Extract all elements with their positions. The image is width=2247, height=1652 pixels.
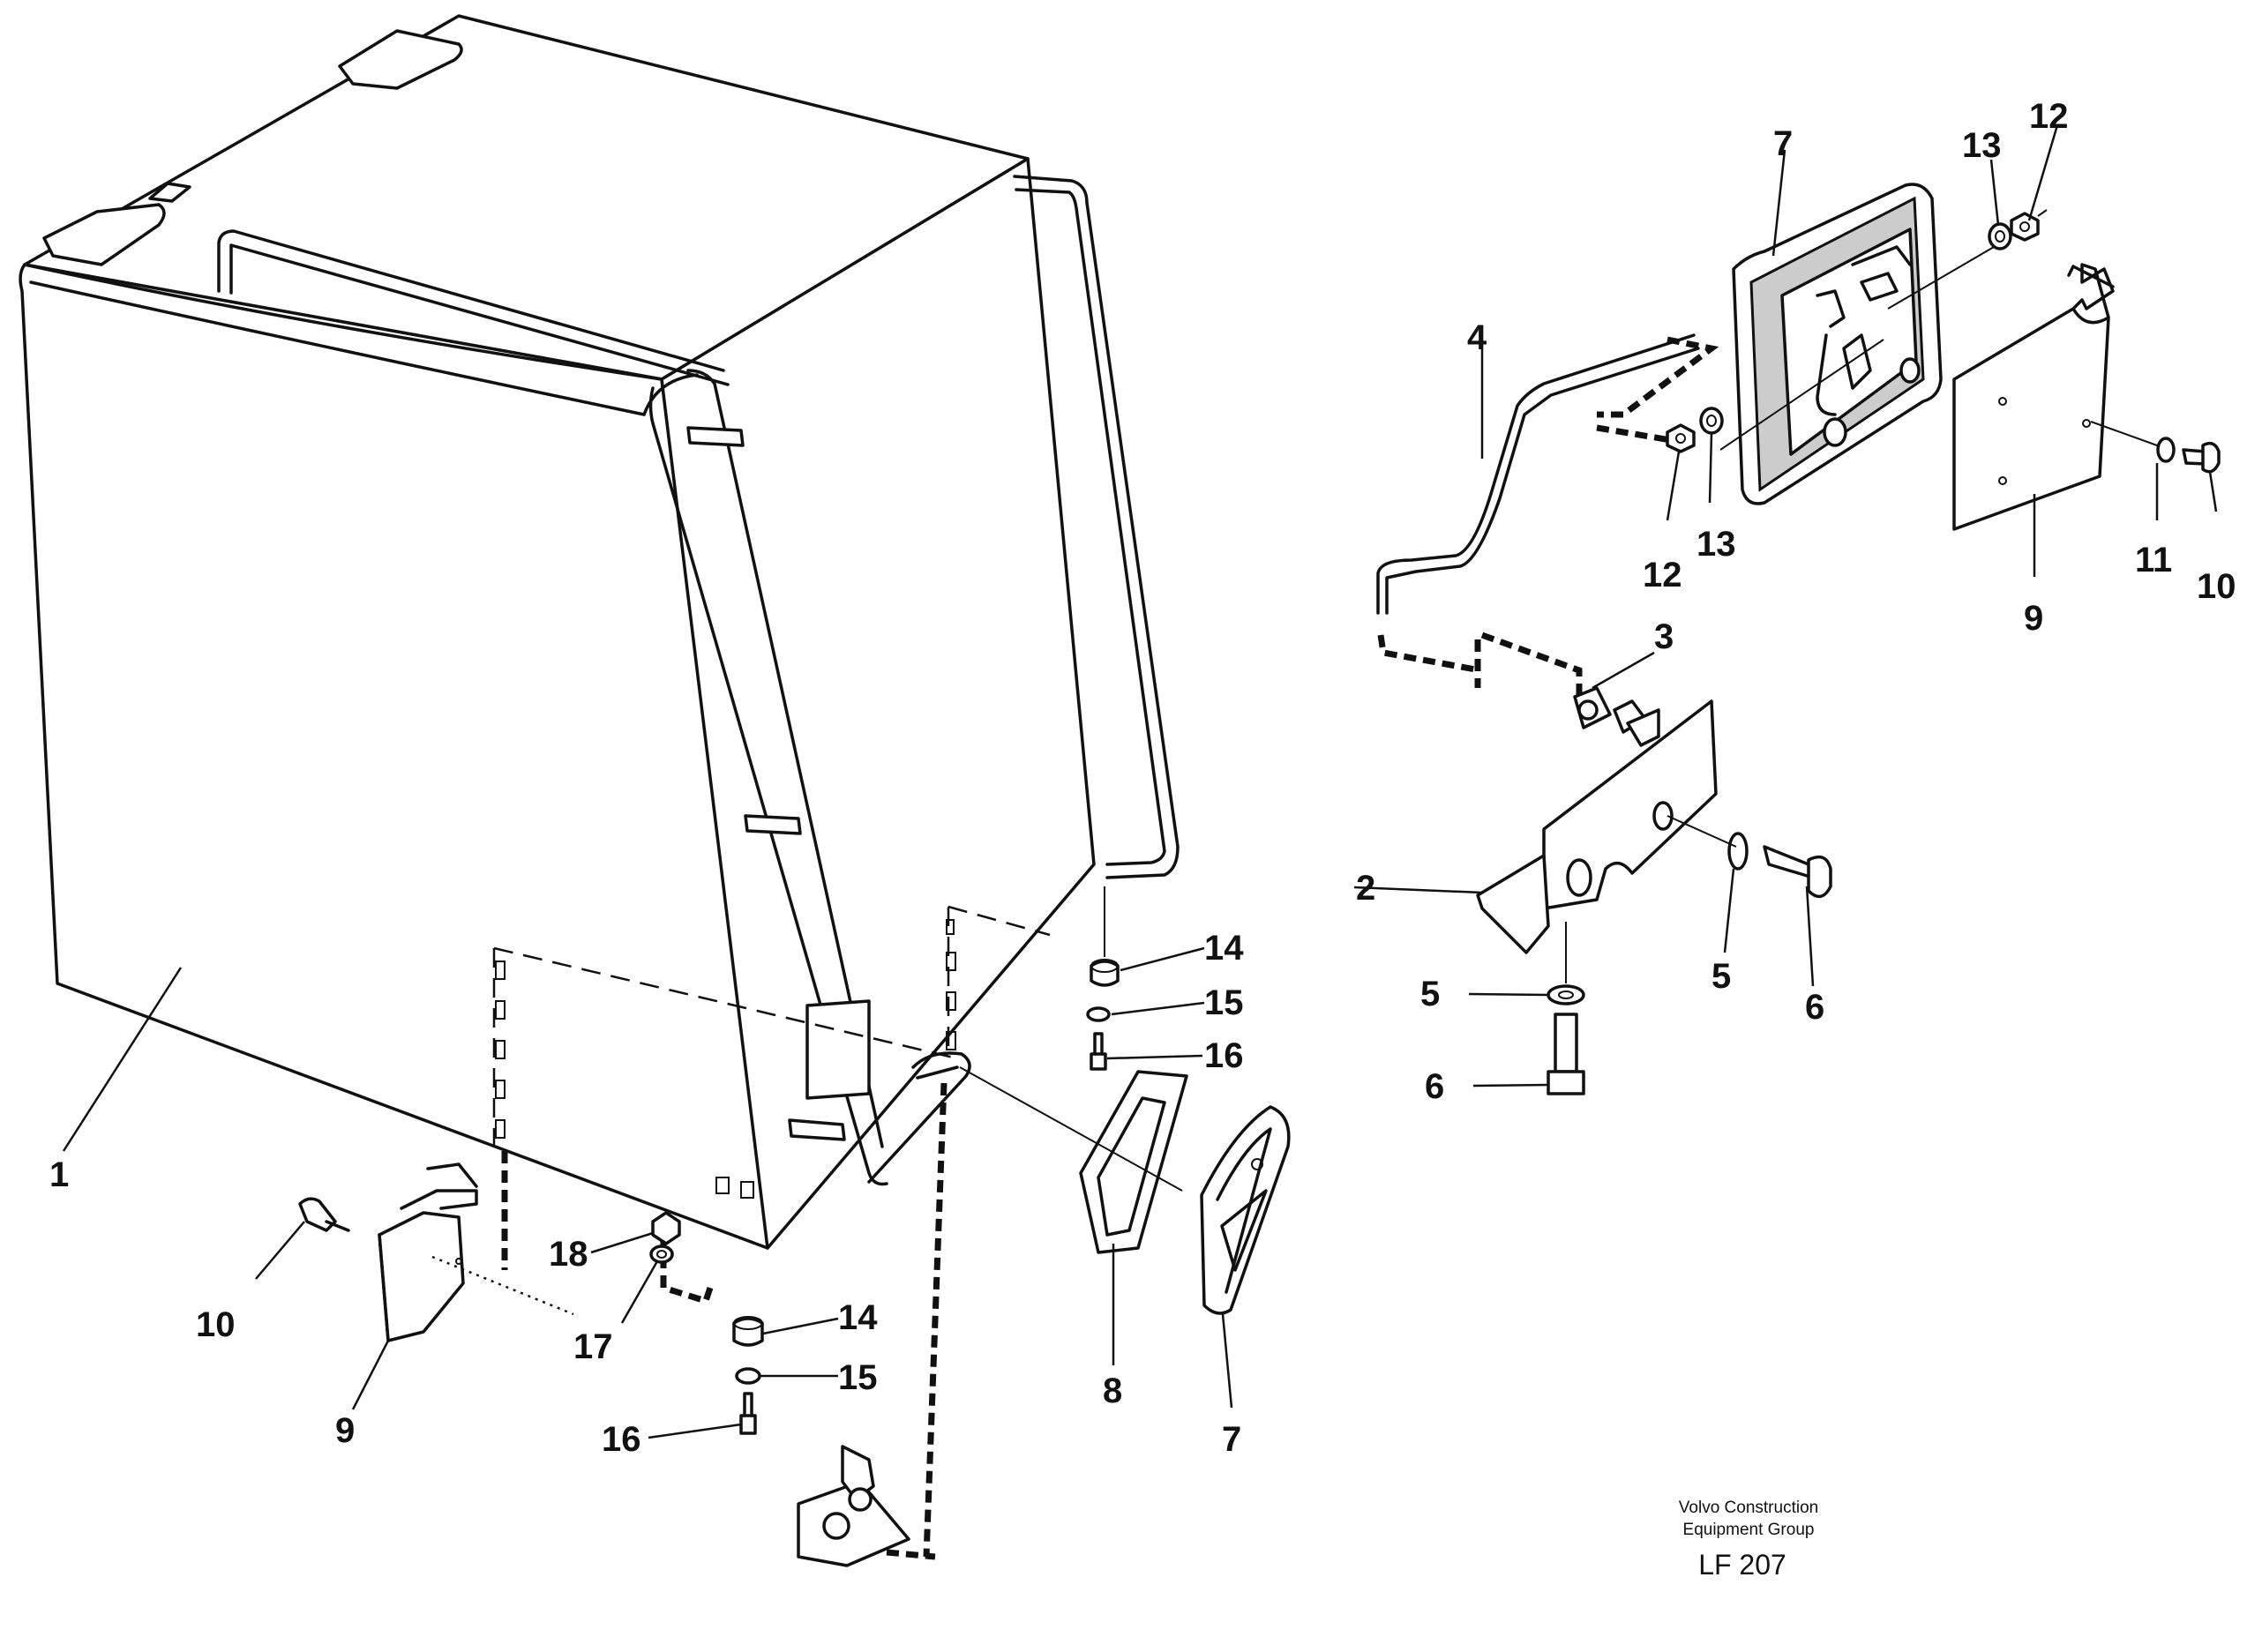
screw-16-right: [1090, 1032, 1107, 1071]
callout-14-bottom: 14: [838, 1298, 878, 1337]
callout-13-lower: 13: [1696, 525, 1736, 564]
hidden-outline-dashed: [492, 905, 1051, 1558]
callout-leaders: [62, 124, 2218, 1439]
callout-9-right: 9: [2024, 599, 2043, 638]
callout-3: 3: [1654, 617, 1674, 656]
callout-labels: 1 2 3 4 5 5 6 6 7 7 8 9 9 10 10 11 12 12…: [49, 97, 2236, 1459]
bushing-14-bottom: [732, 1316, 764, 1347]
callout-10-right: 10: [2197, 567, 2236, 606]
callout-6-left: 6: [1425, 1067, 1444, 1106]
callout-8: 8: [1103, 1372, 1122, 1410]
callout-11: 11: [2135, 541, 2172, 579]
bracket-2: [1476, 699, 1718, 954]
callout-18: 18: [549, 1235, 588, 1274]
callout-5-right: 5: [1711, 957, 1731, 996]
callout-9-left: 9: [335, 1411, 355, 1450]
callout-7-lower: 7: [1222, 1420, 1241, 1459]
latch-bottom: [797, 1445, 936, 1567]
credit-line-1: Volvo Construction: [1679, 1499, 1818, 1517]
lower-left-bracket: [378, 1162, 574, 1342]
nut-18: [651, 1211, 681, 1245]
nut-12-lower: [1666, 423, 1696, 453]
callout-16-right: 16: [1204, 1036, 1244, 1075]
callout-1: 1: [49, 1155, 69, 1194]
washer-11: [2156, 437, 2176, 463]
washer-13-lower: [1699, 407, 1724, 435]
callout-7-upper: 7: [1773, 124, 1793, 163]
callout-13-upper: 13: [1962, 126, 2002, 165]
clamp-3: [1573, 686, 1647, 734]
callout-10-left: 10: [196, 1305, 236, 1344]
washer-15-bottom: [735, 1367, 761, 1385]
callout-6-right: 6: [1805, 988, 1824, 1027]
handle-recess-7-lower: [1200, 1105, 1291, 1315]
washer-15-right: [1086, 1006, 1111, 1022]
callout-12-lower: 12: [1643, 556, 1682, 594]
washer-17: [649, 1245, 674, 1264]
bolt-6-right: [1763, 845, 1832, 899]
nut-12-upper: [2010, 209, 2048, 242]
cover-bracket-9-right: [1952, 263, 2158, 531]
callout-15-right: 15: [1204, 983, 1244, 1022]
washer-5-under: [1547, 922, 1585, 1005]
callout-16-bottom: 16: [602, 1420, 641, 1459]
gasket-8: [959, 1066, 1188, 1254]
callout-5-left: 5: [1420, 975, 1440, 1013]
callout-2: 2: [1356, 869, 1375, 908]
figure-reference: LF 207: [1698, 1549, 1786, 1581]
washer-13-upper: [1988, 222, 2012, 250]
screw-10-right: [2182, 441, 2221, 474]
callout-12-upper: 12: [2029, 97, 2069, 136]
credit-block: Volvo Construction Equipment Group LF 20…: [1679, 1499, 1818, 1581]
bushing-14-right: [1090, 886, 1120, 987]
screw-lower-left: [298, 1197, 350, 1232]
rod-4: [1376, 333, 1719, 706]
callout-4: 4: [1467, 318, 1487, 357]
washer-5-right: [1667, 815, 1749, 871]
screw-16-bottom: [739, 1392, 757, 1435]
cover-box: [19, 14, 1180, 1250]
callout-14-right: 14: [1204, 929, 1244, 968]
callout-17: 17: [573, 1327, 613, 1366]
lamp-housing-7-upper: [1719, 183, 1995, 505]
credit-line-2: Equipment Group: [1683, 1521, 1815, 1539]
bolt-6-under: [1547, 1013, 1585, 1095]
callout-15-bottom: 15: [838, 1358, 878, 1397]
